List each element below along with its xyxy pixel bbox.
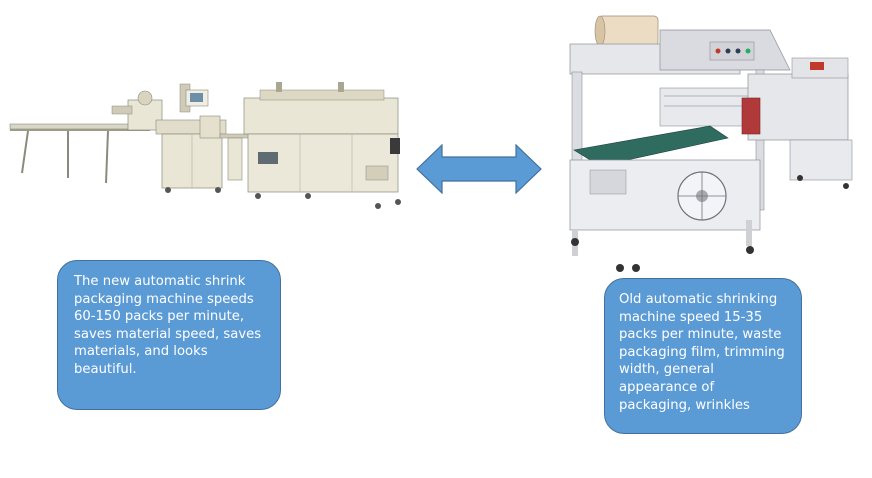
new-machine-description: The new automatic shrink packaging machi… bbox=[74, 274, 262, 377]
old-shrink-machine-image bbox=[569, 15, 853, 272]
double-arrow-icon bbox=[416, 144, 542, 194]
new-shrink-machine-image bbox=[9, 82, 401, 209]
old-machine-callout: Old automatic shrinking machine speed 15… bbox=[604, 278, 802, 434]
old-machine-description: Old automatic shrinking machine speed 15… bbox=[619, 292, 785, 413]
new-machine-callout: The new automatic shrink packaging machi… bbox=[57, 260, 281, 410]
